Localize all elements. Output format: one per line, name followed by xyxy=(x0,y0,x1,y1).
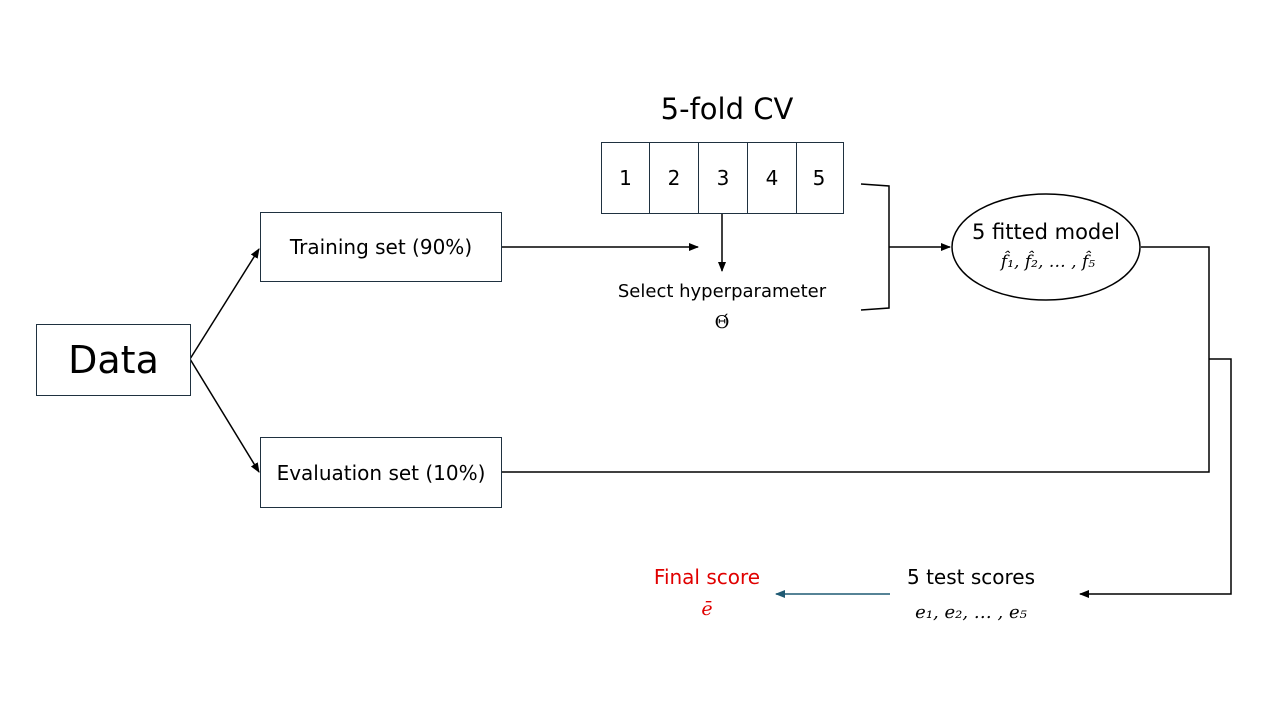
test-scores-label: 5 test scores xyxy=(906,565,1035,589)
evaluation-set-box: Evaluation set (10%) xyxy=(260,437,502,508)
data-box: Data xyxy=(36,324,191,396)
cv-bracket xyxy=(860,183,890,311)
final-score-symbol: ē xyxy=(701,598,713,620)
fold-cell: 4 xyxy=(748,142,797,214)
fold-cell: 5 xyxy=(795,142,844,214)
training-set-box: Training set (90%) xyxy=(260,212,502,282)
select-hyperparameter-label: Select hyperparameter xyxy=(617,281,827,302)
arrow-data-to-evaluation xyxy=(189,358,260,473)
training-set-label: Training set (90%) xyxy=(289,235,473,259)
models-label: 5 fitted model xyxy=(971,220,1121,244)
final-score-label: Final score xyxy=(653,565,761,589)
data-label: Data xyxy=(68,338,159,382)
theta-symbol: Θ́ xyxy=(714,312,730,333)
evaluation-set-label: Evaluation set (10%) xyxy=(276,460,486,485)
fold-cell: 1 xyxy=(601,142,650,214)
models-formula: f̂₁, f̂₂, … , f̂₅ xyxy=(1000,252,1096,272)
test-scores-formula: e₁, e₂, … , e₅ xyxy=(915,602,1027,623)
cv-title: 5-fold CV xyxy=(660,92,794,126)
fold-cell: 3 xyxy=(699,142,748,214)
models-ellipse xyxy=(951,193,1141,301)
arrow-data-to-training xyxy=(189,248,260,360)
fold-cell: 2 xyxy=(650,142,699,214)
merge-to-scores xyxy=(1079,358,1232,598)
